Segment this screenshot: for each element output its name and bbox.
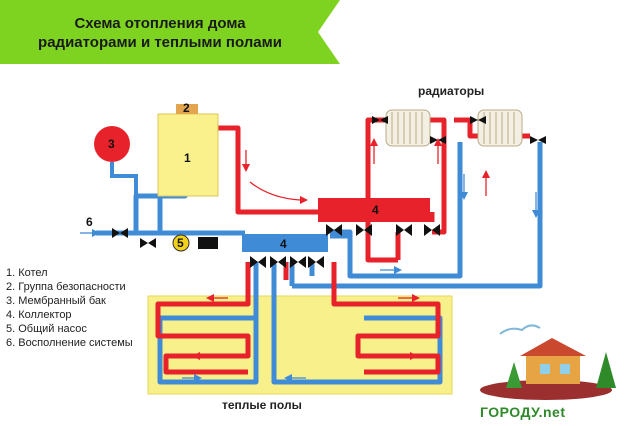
number-safety: 2 [183,101,190,115]
radiators-label: радиаторы [418,84,485,98]
legend-item: 4. Коллектор [6,309,72,321]
number-refill: 6 [86,215,93,229]
boiler [157,113,219,197]
number-pump: 5 [177,236,184,250]
radiator-left [385,109,431,147]
logo-text: ГОРОДУ.net [480,404,566,420]
number-boiler: 1 [184,151,191,165]
number-collector-hot: 4 [372,203,379,217]
legend-item: 6. Восполнение системы [6,337,133,349]
pump [172,234,190,252]
legend-item: 1. Котел [6,267,48,279]
number-collector-cold: 4 [280,237,287,251]
radiator-right [477,109,523,147]
legend-item: 2. Группа безопасности [6,281,126,293]
warm-floor-area [147,295,453,395]
safety-group [176,104,198,114]
valves [112,116,546,268]
title-line-1: Схема отопления дома [74,15,246,32]
membrane-tank [94,126,130,162]
number-tank: 3 [108,137,115,151]
title-banner [0,0,340,64]
page-title: Схема отопления дома радиаторами и теплы… [10,14,310,52]
pump-motor [198,237,218,249]
logo-house-icon [480,324,616,400]
hot-collector [318,198,430,222]
legend-item: 3. Мембранный бак [6,295,106,307]
flow-arrows [80,138,540,382]
cold-collector [242,234,328,252]
legend: 1. Котел 2. Группа безопасности 3. Мембр… [6,266,133,350]
legend-item: 5. Общий насос [6,323,87,335]
warm-floors-label: теплые полы [222,398,302,412]
title-line-2: радиаторами и теплыми полами [38,34,282,51]
